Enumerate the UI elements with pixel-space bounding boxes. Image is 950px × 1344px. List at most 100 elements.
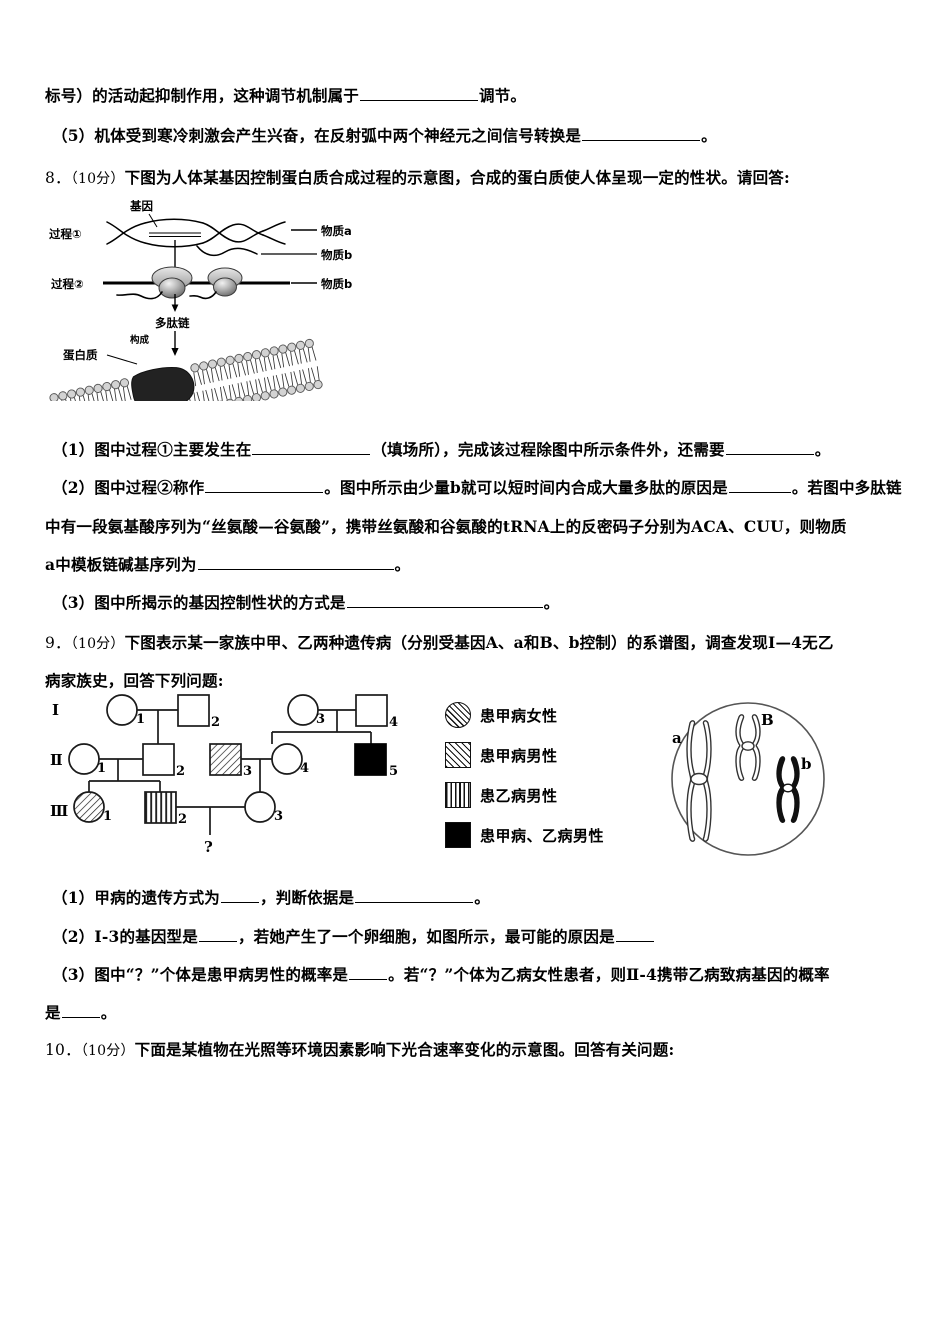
label-protein: 蛋白质 xyxy=(63,348,98,362)
generation-label-2: Ⅱ xyxy=(50,751,63,769)
pedigree-id-III-3: 3 xyxy=(274,809,283,824)
answer-blank[interactable] xyxy=(349,965,388,980)
generation-label-1: Ⅰ xyxy=(52,701,59,719)
text-segment: 标号）的活动起抑制作用，这种调节机制属于 xyxy=(45,86,360,105)
pedigree-id-II-2: 2 xyxy=(176,764,185,779)
item-label: （2） xyxy=(52,927,95,946)
label-process-1: 过程① xyxy=(49,227,82,241)
q9-item-2: （2）Ⅰ-3的基因型是 ，若她产生了一个卵细胞，如图所示，最可能的原因是 xyxy=(52,925,655,949)
text-segment: 。 xyxy=(394,555,411,574)
text-segment: 中有一段氨基酸序列为“丝氨酸—谷氨酸”，携带丝氨酸和谷氨酸的tRNA上的反密码子… xyxy=(45,517,847,536)
question-number: 8． xyxy=(45,169,71,187)
pedigree-id-I-4: 4 xyxy=(389,715,398,730)
answer-blank[interactable] xyxy=(198,927,237,942)
label-polypeptide: 多肽链 xyxy=(155,316,190,330)
q9-item-3-line-1: （3）图中“？”个体是患甲病男性的概率是。若“？”个体为乙病女性患者，则Ⅱ-4携… xyxy=(52,963,830,987)
item-label: （1） xyxy=(52,888,95,907)
label-gene: 基因 xyxy=(129,199,153,213)
legend-item: 患乙病男性 xyxy=(445,775,660,815)
pedigree-I-3 xyxy=(287,694,319,726)
q9-item-3-line-2: 是。 xyxy=(45,1001,116,1025)
question-text: 下图表示某一家族中甲、乙两种遗传病（分别受基因A、a和B、b控制）的系谱图，调查… xyxy=(124,633,834,652)
answer-blank[interactable] xyxy=(728,478,791,493)
label-process-2: 过程② xyxy=(51,277,84,291)
legend-label: 患甲病男性 xyxy=(480,746,558,765)
legend-symbol-circle-diagonal xyxy=(445,702,471,728)
item-label: （1） xyxy=(52,440,95,459)
label-substance-b-2: 物质b xyxy=(321,277,352,291)
legend-symbol-square-solid xyxy=(445,822,471,848)
paragraph-item-5: （5）机体受到寒冷刺激会产生兴奋，在反射弧中两个神经元之间信号转换是。 xyxy=(52,124,717,148)
label-substance-b-1: 物质b xyxy=(321,248,352,262)
pedigree-III-2 xyxy=(144,791,177,824)
text-segment: 。图中所示由少量b就可以短时间内合成大量多肽的原因是 xyxy=(324,478,728,497)
pedigree-I-1 xyxy=(106,694,138,726)
pedigree-legend: 患甲病女性 患甲病男性 患乙病男性 患甲病、乙病男性 xyxy=(445,695,660,865)
pedigree-id-I-2: 2 xyxy=(211,715,220,730)
pedigree-id-II-5: 5 xyxy=(389,764,398,779)
text-segment: Ⅰ-3的基因型是 xyxy=(94,927,198,946)
phospholipid-bilayer xyxy=(49,338,323,401)
q8-item-2-line-2: 中有一段氨基酸序列为“丝氨酸—谷氨酸”，携带丝氨酸和谷氨酸的tRNA上的反密码子… xyxy=(45,515,847,539)
answer-blank[interactable] xyxy=(615,927,654,942)
centromere-B xyxy=(741,741,755,751)
question-score: （10分） xyxy=(70,636,125,652)
pedigree-id-II-4: 4 xyxy=(300,761,309,776)
pedigree-I-4 xyxy=(355,694,388,727)
question-9-stem-line-2: 病家族史，回答下列问题: xyxy=(45,669,224,693)
question-9-stem-line-1: 9．（10分）下图表示某一家族中甲、乙两种遗传病（分别受基因A、a和B、b控制）… xyxy=(45,631,834,656)
pedigree-id-III-1: 1 xyxy=(103,809,112,824)
pedigree-II-2 xyxy=(142,743,175,776)
answer-blank[interactable] xyxy=(205,478,324,493)
centromere-b xyxy=(782,783,794,793)
text-segment: 。 xyxy=(100,1003,117,1022)
label-goucheng: 构成 xyxy=(130,334,150,346)
question-10-stem: 10．（10分）下面是某植物在光照等环境因素影响下光合速率变化的示意图。回答有关… xyxy=(45,1038,674,1063)
answer-blank[interactable] xyxy=(221,888,259,903)
answer-blank[interactable] xyxy=(582,126,701,141)
answer-blank[interactable] xyxy=(355,888,474,903)
chromosome-b xyxy=(776,756,800,823)
pedigree-II-5 xyxy=(354,743,387,776)
answer-blank[interactable] xyxy=(197,555,394,570)
text-segment: 是 xyxy=(45,1003,61,1022)
answer-blank[interactable] xyxy=(360,86,479,101)
question-number: 10． xyxy=(45,1041,81,1059)
text-segment: 。 xyxy=(814,440,831,459)
pedigree-II-4 xyxy=(271,743,303,775)
legend-symbol-square-vertical xyxy=(445,782,471,808)
answer-blank[interactable] xyxy=(346,593,543,608)
question-8-stem: 8．（10分）下图为人体某基因控制蛋白质合成过程的示意图，合成的蛋白质使人体呈现… xyxy=(45,166,790,191)
pedigree-I-2 xyxy=(177,694,210,727)
ribosome-1 xyxy=(151,266,193,299)
chromosome-a xyxy=(686,720,712,842)
text-segment: （填场所），完成该过程除图中所示条件外，还需要 xyxy=(371,440,725,459)
pedigree-chart: Ⅰ 1 2 3 4 xyxy=(50,692,430,867)
text-segment: ，若她产生了一个卵细胞，如图所示，最可能的原因是 xyxy=(237,927,615,946)
q8-item-1: （1）图中过程①主要发生在（填场所），完成该过程除图中所示条件外，还需要。 xyxy=(52,438,830,462)
pedigree-id-I-1: 1 xyxy=(136,712,145,727)
centromere-a xyxy=(690,772,708,786)
text-segment: 调节。 xyxy=(479,86,527,105)
chromosome-label-a: a xyxy=(672,729,682,747)
answer-blank[interactable] xyxy=(252,440,371,455)
legend-label: 患甲病、乙病男性 xyxy=(480,826,605,845)
paragraph-continued-4: 标号）的活动起抑制作用，这种调节机制属于 调节。 xyxy=(45,84,526,108)
legend-item: 患甲病女性 xyxy=(445,695,660,735)
legend-label: 患甲病女性 xyxy=(480,706,558,725)
answer-blank[interactable] xyxy=(725,440,814,455)
text-segment: 。若“？”个体为乙病女性患者，则Ⅱ-4携带乙病致病基因的概率 xyxy=(388,965,830,984)
membrane-protein xyxy=(131,366,195,401)
q8-item-3: （3）图中所揭示的基因控制性状的方式是。 xyxy=(52,591,559,615)
text-segment: （5）机体受到寒冷刺激会产生兴奋，在反射弧中两个神经元之间信号转换是 xyxy=(52,126,582,145)
pedigree-III-1 xyxy=(73,791,105,823)
question-score: （10分） xyxy=(70,171,125,187)
text-segment: ，判断依据是 xyxy=(260,888,355,907)
answer-blank[interactable] xyxy=(61,1003,100,1018)
pedigree-III-3 xyxy=(244,791,276,823)
chromosome-B xyxy=(735,714,761,781)
pedigree-II-1 xyxy=(68,743,100,775)
pedigree-id-II-1: 1 xyxy=(97,761,106,776)
item-label: （3） xyxy=(52,593,95,612)
